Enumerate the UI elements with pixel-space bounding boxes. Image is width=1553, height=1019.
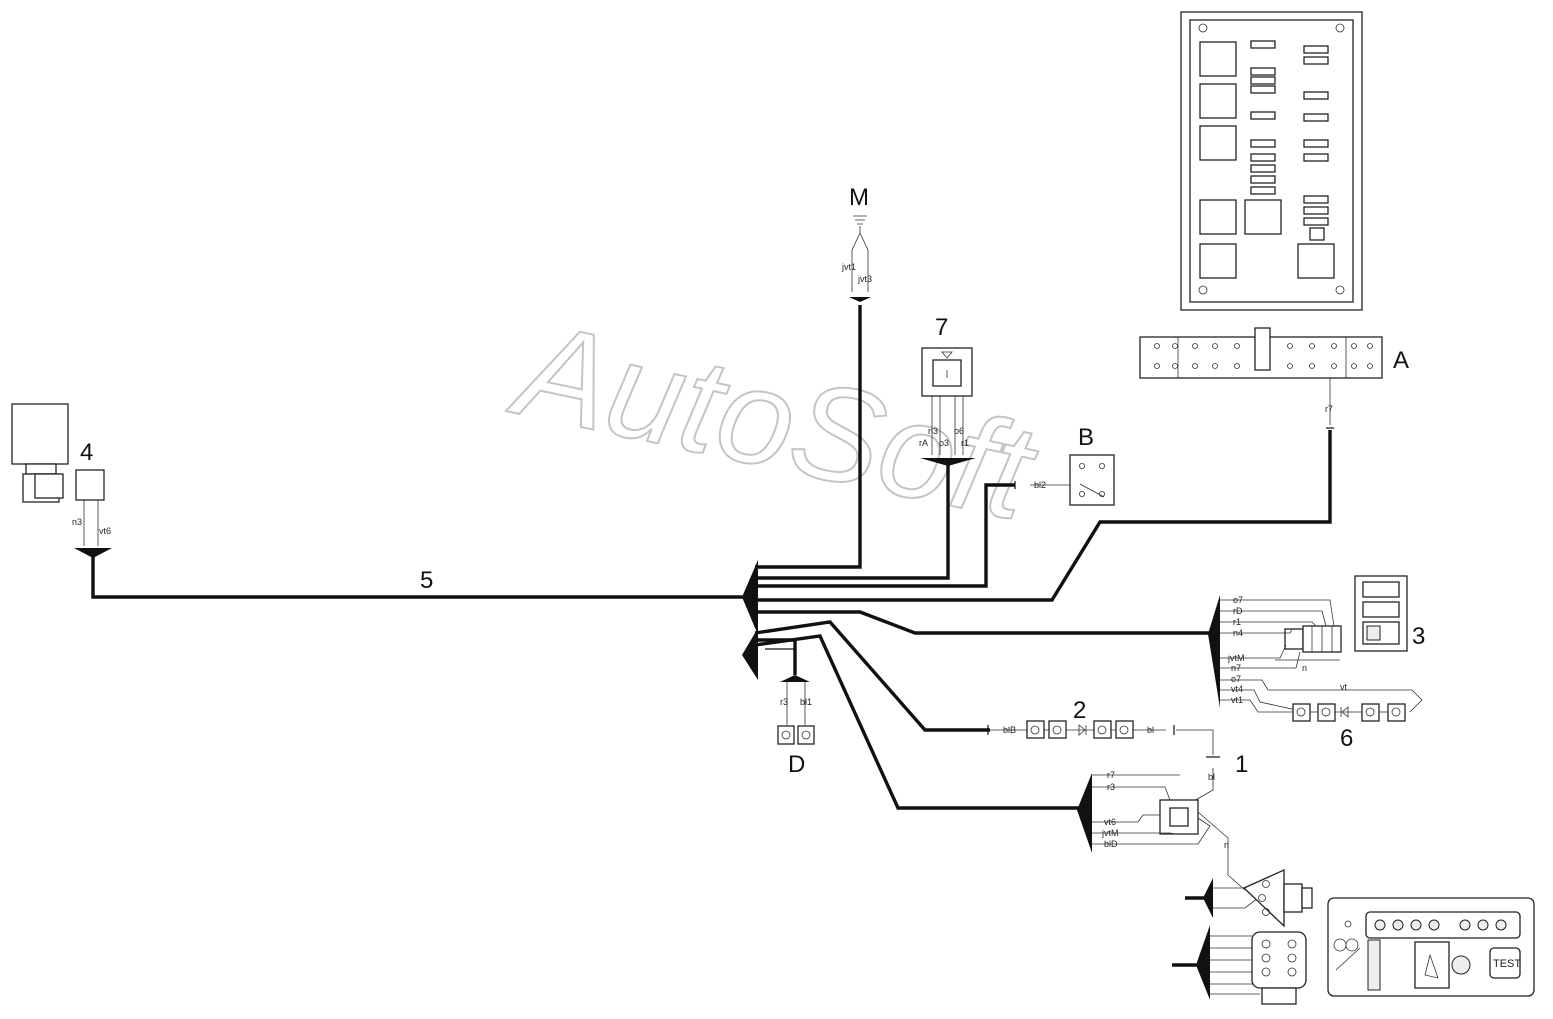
wire-label-r3-1: r3 [1107,782,1115,792]
wire-label-jvtm-1: jvtM [1101,828,1119,838]
wire-label-o3-7: o3 [939,438,949,448]
control-unit-box [1180,11,1363,311]
wire-label-jvtm-3: jvtM [1227,653,1245,663]
wire-label-r3-d: r3 [780,697,788,707]
component-m: M jvt1 jvt3 [841,184,872,302]
wire-label-o7-b: o7 [1231,674,1241,684]
watermark-text: AutoSoft [499,292,1049,550]
wire-label-r7-a: r7 [1325,404,1333,414]
wire-label-n3-4: n3 [72,517,82,527]
wire-label-vt4: vt4 [1231,684,1243,694]
six-pin-connector [1172,925,1307,1005]
test-button-label: TEST [1493,958,1521,970]
wire-label-o6-7: o6 [954,426,964,436]
wire-label-bld-1: blD [1104,839,1118,849]
wire-label-n-1: n [1224,840,1229,850]
wire-label-n7: n7 [1231,663,1241,673]
component-4: 4 n3 vt6 [11,403,112,558]
indicator-panel: TEST [1327,897,1535,997]
component-d: r3 bl1 D [765,648,815,778]
label-1: 1 [1235,751,1248,778]
wire-label-r1-3: r1 [1233,617,1241,627]
label-d: D [788,751,805,778]
wire-label-bl-2: bl [1147,725,1154,735]
wire-label-vt1: vt1 [1231,695,1243,705]
wire-label-n3-7: n3 [928,426,938,436]
component-b: B bl2 [1014,424,1115,506]
component-1: bl 1 r7 r3 vt6 jvtM blD n [1077,751,1248,891]
wire-label-r1-7: r1 [961,438,969,448]
wire-label-bl1-d: bl1 [800,697,812,707]
label-7: 7 [935,314,948,341]
wire-label-bl-1: bl [1208,772,1215,782]
component-7: 7 n3 o6 rA o3 r1 [919,314,976,466]
wire-label-ra-7: rA [919,438,928,448]
connector-a: A r7 [1139,327,1409,429]
wire-label-rd: rD [1233,606,1243,616]
wire-label-n4: n4 [1233,628,1243,638]
wire-label-jvt1: jvt1 [841,262,856,272]
label-2: 2 [1073,697,1086,724]
label-3: 3 [1412,623,1425,650]
wire-label-blb: blB [1003,725,1016,735]
component-6: 6 [1292,703,1406,752]
wire-label-vt6-1: vt6 [1104,817,1116,827]
label-a: A [1393,347,1409,374]
sensor-plug [1185,868,1313,928]
wire-label-r7-1: r7 [1107,770,1115,780]
wire-label-o7-a: o7 [1233,595,1243,605]
main-harness-5: 5 [91,305,1332,810]
label-5: 5 [420,567,433,594]
component-3: 3 o7 rD r1 n4 n jvtM n7 o7 vt4 vt1 vt [1208,575,1425,713]
wire-label-vt6-4: vt6 [99,526,111,536]
label-6: 6 [1340,725,1353,752]
label-m: M [849,184,869,211]
wire-label-n-3: n [1302,663,1307,673]
wire-label-jvt3: jvt3 [857,274,872,284]
wire-label-vt: vt [1340,682,1348,692]
label-4: 4 [80,439,93,466]
component-2: blB bl 2 [987,697,1214,755]
label-b: B [1078,424,1094,451]
wire-label-bl2: bl2 [1034,480,1046,490]
